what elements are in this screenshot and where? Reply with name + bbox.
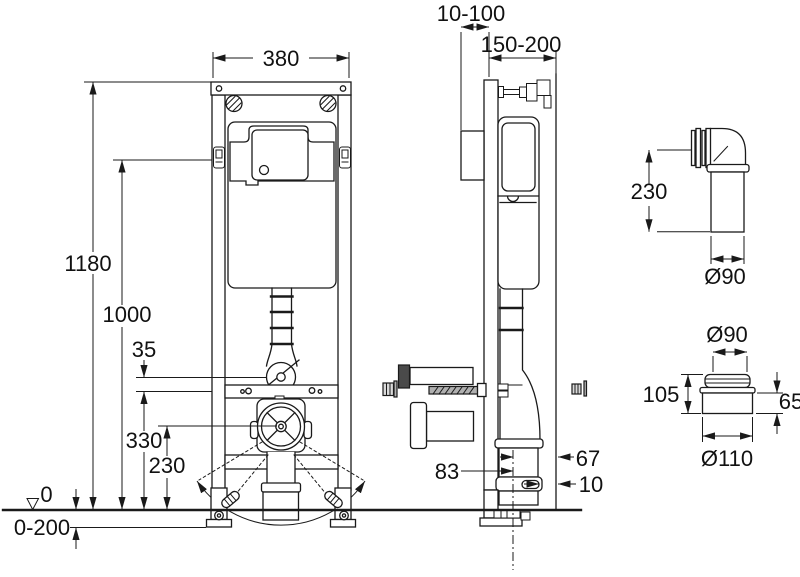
dim-floor-adjust: 0-200 <box>14 515 70 540</box>
dim-elbow-height: 230 <box>631 179 668 204</box>
wall-bracket <box>460 130 485 181</box>
dim-lip-to-wall: 10 <box>579 472 603 497</box>
water-inlet <box>498 79 552 109</box>
adapter-body <box>701 392 754 415</box>
dim-gap-35: 35 <box>132 337 156 362</box>
adjustment-screw-right <box>319 94 337 113</box>
access-panel <box>251 129 309 181</box>
wc-connector-pipe <box>409 401 475 450</box>
elbow-seam <box>713 145 729 162</box>
crossbar-hole <box>240 389 245 394</box>
elbow-bend <box>709 127 747 167</box>
cistern-access-shaft <box>229 125 335 186</box>
elbow-socket-rib <box>690 129 696 167</box>
elbow-socket-rib <box>705 127 712 169</box>
level-marker <box>26 498 40 511</box>
dim-bend-height: 330 <box>126 428 163 453</box>
crossbar-hole <box>317 389 323 394</box>
flush-pipe-front <box>265 287 298 367</box>
crossbar-hole <box>245 387 252 395</box>
side-rail <box>483 79 499 491</box>
front-dimensions: 380 1180 1000 35 330 230 0 0-200 <box>14 46 350 549</box>
elbow-dimensions: 230 Ø90 <box>631 149 746 289</box>
dim-drain-offset: 83 <box>435 459 459 484</box>
top-crossbar <box>210 81 352 96</box>
flush-pipe-side <box>497 288 541 441</box>
fixing-kit <box>382 364 588 450</box>
dim-drain-height: 230 <box>149 453 186 478</box>
top-hole-right <box>339 85 347 92</box>
dim-total-height: 1180 <box>64 251 111 276</box>
foot-right <box>324 487 357 528</box>
adapter-fitting <box>699 373 756 415</box>
dim-drain-to-wall: 67 <box>576 446 600 471</box>
elbow-collar <box>706 163 750 173</box>
adjustment-screw-left <box>225 94 243 113</box>
elbow-outlet-pipe <box>710 171 745 233</box>
drain-pipe-side <box>494 438 544 506</box>
front-view-frame <box>196 81 366 528</box>
dim-frame-width: 380 <box>263 46 300 71</box>
dim-floor-zero: 0 <box>40 482 52 507</box>
dim-inlet-height: 1000 <box>103 302 152 327</box>
wall-nut <box>382 382 395 397</box>
foot-left <box>205 487 240 528</box>
dim-adapter-outlet: Ø110 <box>701 446 753 471</box>
spacer-tube <box>409 366 474 386</box>
dim-elbow-diameter: Ø90 <box>704 264 746 289</box>
rail-label-right <box>339 146 351 169</box>
top-hole-left <box>215 85 223 92</box>
access-panel-hole <box>258 164 270 176</box>
dim-depth: 150-200 <box>481 32 562 57</box>
washer <box>393 380 398 398</box>
dim-adapter-inlet: Ø90 <box>706 322 748 347</box>
elbow-socket-rib <box>695 127 702 169</box>
dim-adapter-socket-height: 65 <box>779 389 800 414</box>
side-view <box>382 73 588 570</box>
bolt-head <box>476 382 487 398</box>
adapter-rings <box>704 373 751 389</box>
side-dimensions: 10-100 150-200 83 67 10 <box>435 1 603 497</box>
cistern-side <box>497 116 540 290</box>
adapter-dimensions: Ø90 105 65 Ø110 <box>643 322 800 471</box>
threaded-rod <box>428 382 487 398</box>
dim-wall-gap: 10-100 <box>437 1 506 26</box>
crossbar-hole <box>308 387 316 394</box>
sleeve <box>397 364 411 389</box>
rail-label-left <box>213 146 225 169</box>
elbow-socket-rib <box>701 129 706 167</box>
elbow-fitting <box>690 127 750 233</box>
adapter-lip <box>699 386 756 394</box>
dim-adapter-height: 105 <box>643 382 680 407</box>
drain-fitting <box>249 395 313 453</box>
wall-side-nut <box>571 380 588 397</box>
